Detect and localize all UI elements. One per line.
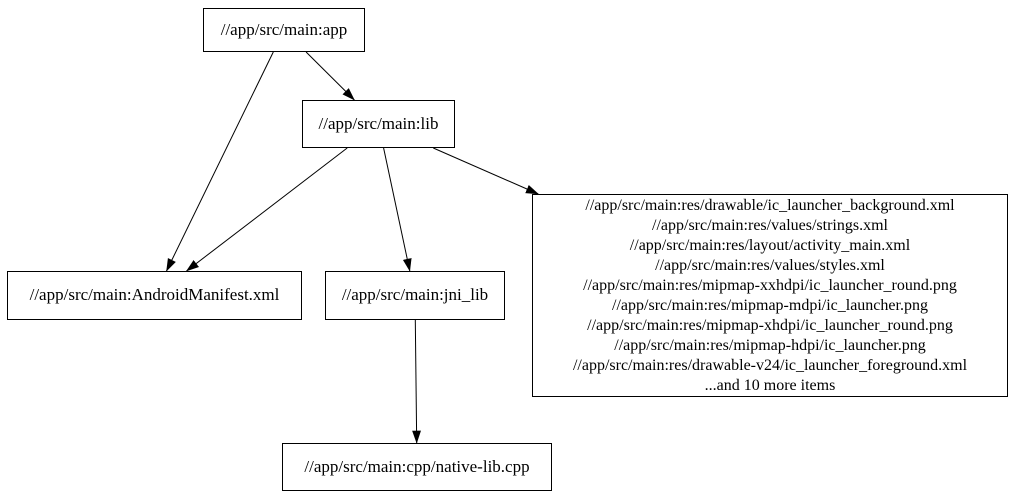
node-lib-target: //app/src/main:lib [302, 100, 455, 148]
node-app-target: //app/src/main:app [203, 8, 365, 52]
node-androidmanifest-target: //app/src/main:AndroidManifest.xml [7, 271, 302, 320]
edge-app-to-manifest [166, 51, 274, 272]
edge-app-to-lib [305, 51, 355, 101]
edge-lib-to-resources [433, 147, 539, 195]
edge-jni_lib-to-native_lib [412, 319, 421, 444]
node-resources-filegroup: //app/src/main:res/drawable/ic_launcher_… [532, 194, 1008, 397]
node-native-lib-cpp-target: //app/src/main:cpp/native-lib.cpp [282, 443, 552, 491]
edge-lib-to-jni_lib [383, 147, 412, 272]
edge-lib-to-manifest [185, 147, 348, 272]
node-jni-lib-target: //app/src/main:jni_lib [325, 271, 505, 320]
